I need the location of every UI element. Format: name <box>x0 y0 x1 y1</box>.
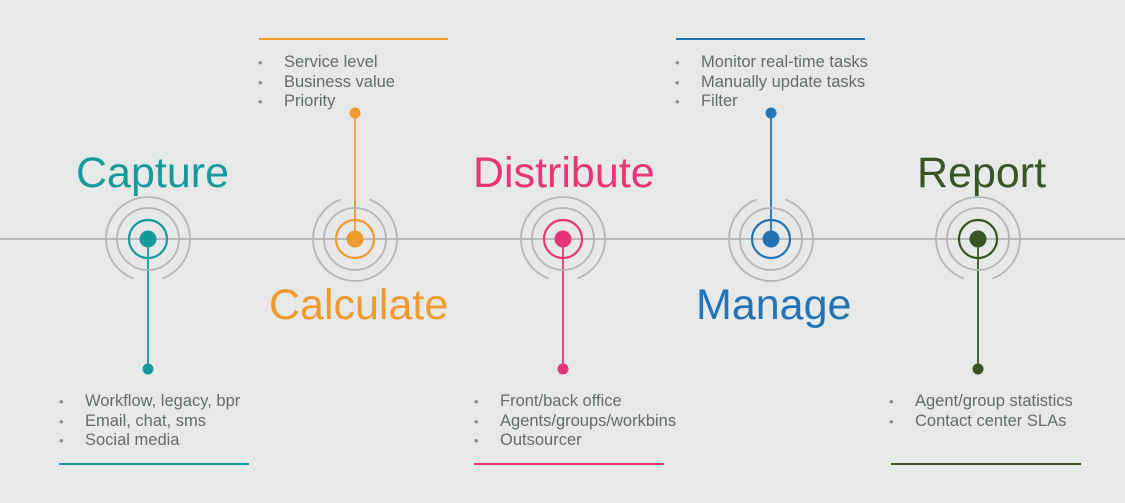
bullet-list-distribute: Front/back office Agents/groups/workbins… <box>474 392 676 451</box>
inner-ring-distribute <box>542 218 584 260</box>
stage-title-calculate: Calculate <box>269 281 449 329</box>
center-dot-distribute <box>554 230 572 248</box>
list-item: Priority <box>258 92 395 112</box>
list-item: Contact center SLAs <box>889 412 1073 432</box>
list-item: Front/back office <box>474 392 676 412</box>
list-item: Email, chat, sms <box>59 412 240 432</box>
stage-title-distribute: Distribute <box>473 149 655 197</box>
list-item: Monitor real-time tasks <box>675 53 868 73</box>
list-item: Workflow, legacy, bpr <box>59 392 240 412</box>
outer-arc-report <box>935 196 1021 280</box>
connector-dot-distribute <box>557 363 569 375</box>
middle-ring-calculate <box>323 207 387 271</box>
stage-title-manage: Manage <box>696 281 852 329</box>
bullet-list-capture: Workflow, legacy, bpr Email, chat, sms S… <box>59 392 240 451</box>
list-item: Business value <box>258 73 395 93</box>
list-item: Manually update tasks <box>675 73 868 93</box>
stage-title-report: Report <box>917 149 1047 197</box>
list-item: Service level <box>258 53 395 73</box>
center-dot-calculate <box>346 230 364 248</box>
list-item: Outsourcer <box>474 431 676 451</box>
middle-ring-capture <box>116 207 180 271</box>
bullet-list-report: Agent/group statistics Contact center SL… <box>889 392 1073 431</box>
inner-ring-manage <box>750 218 792 260</box>
connector-dot-capture <box>142 363 154 375</box>
center-dot-manage <box>762 230 780 248</box>
inner-ring-report <box>957 218 999 260</box>
list-item: Filter <box>675 92 868 112</box>
center-dot-report <box>969 230 987 248</box>
connector-dot-report <box>972 363 984 375</box>
outer-arc-capture <box>105 196 191 280</box>
inner-ring-calculate <box>334 218 376 260</box>
list-item: Agents/groups/workbins <box>474 412 676 432</box>
list-item: Social media <box>59 431 240 451</box>
inner-ring-capture <box>127 218 169 260</box>
middle-ring-distribute <box>531 207 595 271</box>
middle-ring-report <box>946 207 1010 271</box>
bullet-list-manage: Monitor real-time tasks Manually update … <box>675 53 868 112</box>
outer-arc-manage <box>728 198 814 282</box>
outer-arc-distribute <box>520 196 606 280</box>
list-item: Agent/group statistics <box>889 392 1073 412</box>
middle-ring-manage <box>739 207 803 271</box>
outer-arc-calculate <box>312 198 398 282</box>
stage-title-capture: Capture <box>76 149 229 197</box>
center-dot-capture <box>139 230 157 248</box>
bullet-list-calculate: Service level Business value Priority <box>258 53 395 112</box>
